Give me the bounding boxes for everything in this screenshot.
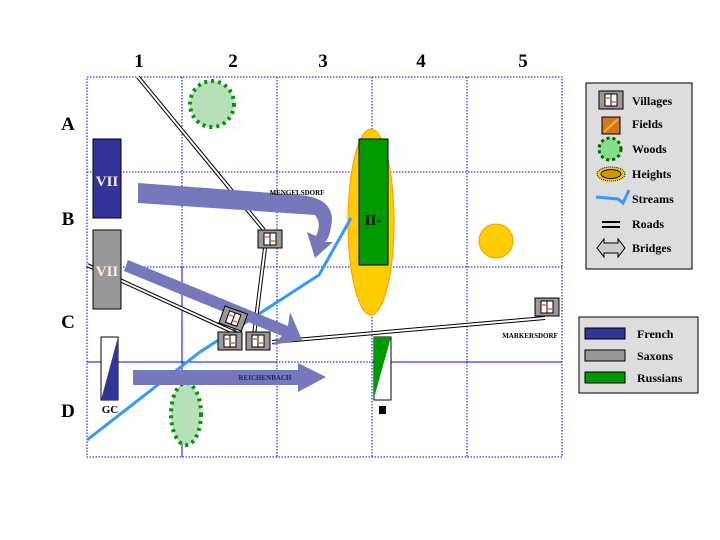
- row-label: A: [61, 114, 75, 135]
- place-label-mengelsdorf: MENGELSDORF: [270, 189, 325, 197]
- village-mengelsdorf: [257, 229, 283, 249]
- row-label: D: [61, 401, 75, 422]
- legend-label: Roads: [632, 217, 664, 231]
- row-label: C: [61, 312, 75, 333]
- guard-cavalry-unit: [100, 336, 119, 401]
- legend-label: Fields: [632, 117, 663, 131]
- legend-label: Woods: [632, 142, 667, 156]
- heights-hill: [478, 223, 514, 259]
- legend-label: Streams: [632, 192, 674, 206]
- legend-label: Heights: [632, 167, 672, 181]
- village-markersdorf: [534, 297, 560, 317]
- column-label: 2: [228, 51, 238, 72]
- russian-ii-label: II-: [365, 213, 382, 229]
- row-labels: A B C D: [61, 114, 75, 422]
- legend-label: Villages: [632, 94, 673, 108]
- russian-ii-corps: [358, 138, 389, 266]
- row-label: B: [62, 209, 75, 230]
- french-vii-label: VII: [96, 174, 119, 190]
- village-reichenbach: [245, 331, 271, 351]
- column-labels: 1 2 3 4 5: [134, 51, 528, 72]
- bridge-icon: [596, 237, 626, 259]
- french-arrow-curved: [138, 183, 333, 258]
- heights-icon: [596, 166, 626, 182]
- russian-swatch: [584, 371, 626, 384]
- legend-label: Bridges: [632, 241, 672, 255]
- place-label-reichenbach: REICHENBACH: [239, 374, 292, 382]
- woods-icon: [597, 136, 623, 162]
- french-swatch: [584, 327, 626, 340]
- road-icon: [602, 221, 620, 228]
- woods-a2: [188, 79, 236, 129]
- legend-label: French: [637, 327, 674, 341]
- village: [217, 331, 243, 351]
- russian-cavalry-unit: [373, 336, 392, 401]
- saxon-swatch: [584, 349, 626, 362]
- gc-label: GC: [102, 404, 119, 416]
- village-icon: [598, 90, 624, 110]
- saxon-vii-label: VII: [96, 264, 119, 280]
- column-label: 3: [318, 51, 328, 72]
- woods-d2: [169, 381, 203, 447]
- stream: [86, 217, 353, 442]
- french-vii-corps: [92, 138, 122, 219]
- field-icon: [601, 116, 621, 135]
- unit-marker: [379, 406, 386, 414]
- legend-label: Saxons: [637, 349, 673, 363]
- column-label: 4: [416, 51, 426, 72]
- column-label: 1: [134, 51, 144, 72]
- forces-legend: French Saxons Russians: [578, 316, 699, 394]
- saxon-arrow: [124, 260, 302, 345]
- stream-icon: [595, 189, 631, 206]
- terrain-legend: Villages Fields Woods Heights Streams Ro…: [585, 82, 693, 270]
- legend-label: Russians: [637, 371, 683, 385]
- reichenbach-arrow: [133, 363, 326, 392]
- column-label: 5: [518, 51, 528, 72]
- saxon-vii-corps: [92, 229, 122, 310]
- place-label-markersdorf: MARKERSDORF: [502, 332, 558, 340]
